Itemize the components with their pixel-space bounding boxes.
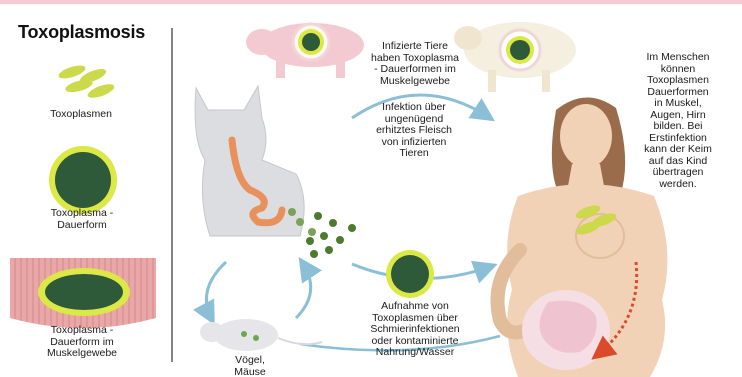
page-title: Toxoplasmosis xyxy=(18,22,145,43)
annotation-human: Im Menschen können Toxoplasmen Dauerform… xyxy=(622,52,734,190)
arrow-cat-to-mouse xyxy=(206,262,226,320)
cat-illustration xyxy=(195,86,316,236)
large-cyst xyxy=(386,250,434,298)
annotation-infected-animals: Infizierte Tiere haben Toxoplasma - Daue… xyxy=(355,41,475,87)
arrow-mouse-to-cat xyxy=(296,262,311,318)
pig-illustration xyxy=(246,23,364,78)
mouse-illustration xyxy=(200,319,322,351)
legend-label-toxoplasmen: Toxoplasmen xyxy=(36,109,126,121)
legend-label-muscle-dauerform: Toxoplasma - Dauerform im Muskelgewebe xyxy=(24,325,140,360)
legend-muscle-cyst-icon xyxy=(10,258,156,328)
legend-toxoplasmen-icon xyxy=(57,63,116,101)
annotation-ingestion: Aufnahme von Toxoplasmen über Schmierinf… xyxy=(350,301,480,359)
legend-cyst-icon xyxy=(49,146,117,214)
annotation-birds-mice: Vögel, Mäuse xyxy=(218,355,282,377)
legend-label-dauerform: Toxoplasma - Dauerform xyxy=(32,208,132,231)
annotation-meat-infection: Infektion über ungenügend erhitztes Flei… xyxy=(362,102,466,160)
